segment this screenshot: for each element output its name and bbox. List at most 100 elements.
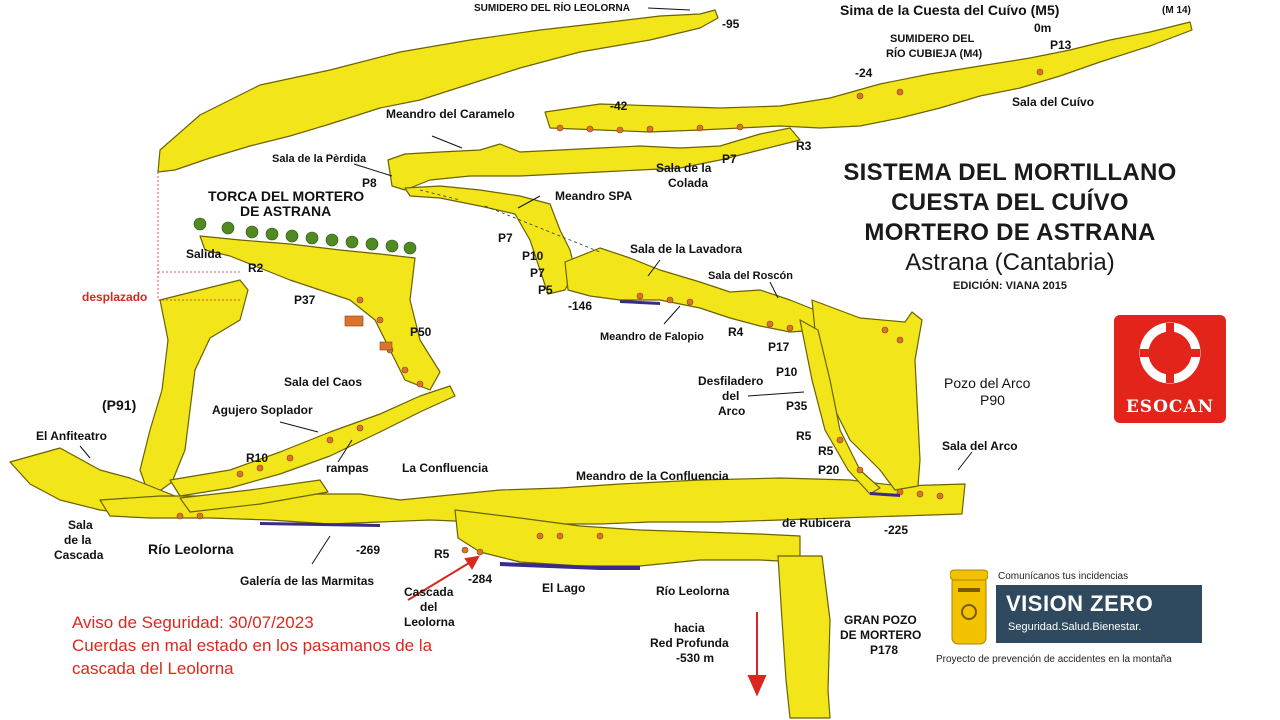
label-sala-cascada-2: de la (64, 533, 92, 547)
label-p8: P8 (362, 176, 377, 190)
label-el-lago: El Lago (542, 581, 586, 595)
displacement-line (157, 172, 240, 301)
label-salida: Salida (186, 247, 222, 261)
label-rampas: rampas (326, 461, 369, 475)
label-pozo-arco-2: P90 (980, 392, 1005, 408)
label-m14: (M 14) (1162, 5, 1191, 16)
water-falopio (620, 300, 660, 305)
label-p17: P17 (768, 340, 790, 354)
label-rio-leolorna-1: Río Leolorna (148, 541, 234, 557)
label-el-anfiteatro: El Anfiteatro (36, 429, 107, 443)
label-hacia-2: Red Profunda (650, 636, 729, 650)
label-p10-b: P10 (776, 365, 798, 379)
label-p20: P20 (818, 463, 840, 477)
label-de-rubicera: de Rubicera (782, 516, 851, 530)
label-sala-cascada-3: Cascada (54, 548, 104, 562)
label-meandro-spa: Meandro SPA (555, 189, 633, 203)
mailbox-icon (950, 569, 988, 645)
label-sala-arco: Sala del Arco (942, 439, 1018, 453)
label-meandro-confluencia: Meandro de la Confluencia (576, 469, 729, 483)
vision-zero-subtitle: Seguridad.Salud.Bienestar. (1008, 621, 1142, 633)
vision-zero-title: VISION ZERO (1006, 591, 1154, 616)
label-desfiladero-3: Arco (718, 404, 746, 418)
warning-line-2: Cuerdas en mal estado en los pasamanos d… (72, 635, 433, 655)
label-gran-pozo-3: P178 (870, 643, 899, 657)
label-sumidero-leolorna: SUMIDERO DEL RÍO LEOLORNA (474, 3, 630, 14)
depth-284: -284 (468, 572, 493, 586)
surface-trees (193, 217, 417, 255)
label-p13: P13 (1050, 38, 1072, 52)
label-r4: R4 (728, 325, 744, 339)
vision-zero-top-text: Comunícanos tus incidencias (998, 571, 1129, 582)
warning-line-3: cascada del Leolorna (72, 658, 234, 678)
esocan-logo: ESOCAN (1114, 315, 1226, 423)
label-sumidero-cubieja-2: RÍO CUBIEJA (M4) (886, 48, 983, 60)
depth-269: -269 (356, 543, 381, 557)
label-p7-a: P7 (722, 152, 737, 166)
label-sala-colada-2: Colada (668, 176, 709, 190)
title-line-4: Astrana (Cantabria) (905, 249, 1115, 276)
label-agujero-soplador: Agujero Soplador (212, 403, 313, 417)
label-r2: R2 (248, 261, 264, 275)
map-title-block: SISTEMA DEL MORTILLANO CUESTA DEL CUÍVO … (820, 158, 1200, 292)
depth-225: -225 (884, 523, 909, 537)
label-sala-perdida: Sala de la Pèrdida (272, 153, 367, 165)
passage-sala-caos (169, 385, 456, 497)
label-p50: P50 (410, 325, 432, 339)
passage-desfiladero-arco (799, 319, 881, 495)
title-line-2: CUESTA DEL CUÍVO (891, 189, 1129, 216)
label-hacia-3: -530 m (676, 651, 715, 665)
label-pozo-arco-1: Pozo del Arco (944, 375, 1031, 391)
label-p5: P5 (538, 283, 553, 297)
vision-zero-bottom-text: Proyecto de prevención de accidentes en … (936, 654, 1172, 665)
safety-warning: Aviso de Seguridad: 30/07/2023 Cuerdas e… (72, 612, 432, 681)
label-rio-leolorna-2: Río Leolorna (656, 584, 730, 598)
label-sumidero-cubieja-1: SUMIDERO DEL (890, 33, 975, 45)
label-meandro-falopio: Meandro de Falopio (600, 331, 704, 343)
passage-la-confluencia (179, 479, 329, 513)
lifebuoy-icon (1139, 322, 1201, 384)
label-p37: P37 (294, 293, 316, 307)
passage-meandro-caramelo (387, 127, 801, 191)
label-sala-colada-1: Sala de la (656, 161, 712, 175)
label-r5-a: R5 (796, 429, 812, 443)
label-p7-b: P7 (498, 231, 513, 245)
label-desfiladero-1: Desfiladero (698, 374, 764, 388)
passage-upper-leolorna (157, 9, 719, 173)
label-sala-lavadora: Sala de la Lavadora (630, 242, 743, 256)
warning-line-1: Aviso de Seguridad: 30/07/2023 (72, 613, 314, 632)
label-sala-roscon: Sala del Roscón (708, 270, 793, 282)
label-cascada-1: Cascada (404, 585, 454, 599)
depth-24: -24 (855, 66, 873, 80)
label-galeria-marmitas: Galería de las Marmitas (240, 574, 375, 588)
label-p91: (P91) (102, 397, 137, 413)
warning-pointer-arrow (407, 559, 475, 601)
label-meandro-caramelo: Meandro del Caramelo (386, 107, 515, 121)
label-hacia-1: hacia (674, 621, 705, 635)
label-r5-c: R5 (434, 547, 450, 561)
label-desplazado: desplazado (82, 290, 148, 304)
label-p35: P35 (786, 399, 808, 413)
label-r3: R3 (796, 139, 812, 153)
depth-42: -42 (610, 99, 628, 113)
shaft-p91 (139, 279, 249, 499)
title-line-1: SISTEMA DEL MORTILLANO (843, 159, 1177, 186)
depth-146: -146 (568, 299, 593, 313)
label-r10: R10 (246, 451, 269, 465)
label-torca-2: DE ASTRANA (240, 203, 332, 219)
passage-meandro-spa (404, 185, 576, 295)
depth-0m: 0m (1034, 21, 1052, 35)
label-torca-1: TORCA DEL MORTERO (208, 188, 365, 204)
label-gran-pozo-2: DE MORTERO (840, 628, 922, 642)
label-cascada-2: del (420, 600, 438, 614)
label-la-confluencia: La Confluencia (402, 461, 489, 475)
passage-lavadora-roscon (564, 247, 821, 333)
label-p7-c: P7 (530, 266, 545, 280)
water-arco (870, 492, 900, 497)
label-desfiladero-2: del (722, 389, 740, 403)
edition-label: EDICIÓN: VIANA 2015 (953, 280, 1067, 292)
label-r5-b: R5 (818, 444, 834, 458)
label-sima-cuesta: Sima de la Cuesta del Cuívo (M5) (840, 2, 1060, 18)
water-gallery (260, 522, 380, 527)
